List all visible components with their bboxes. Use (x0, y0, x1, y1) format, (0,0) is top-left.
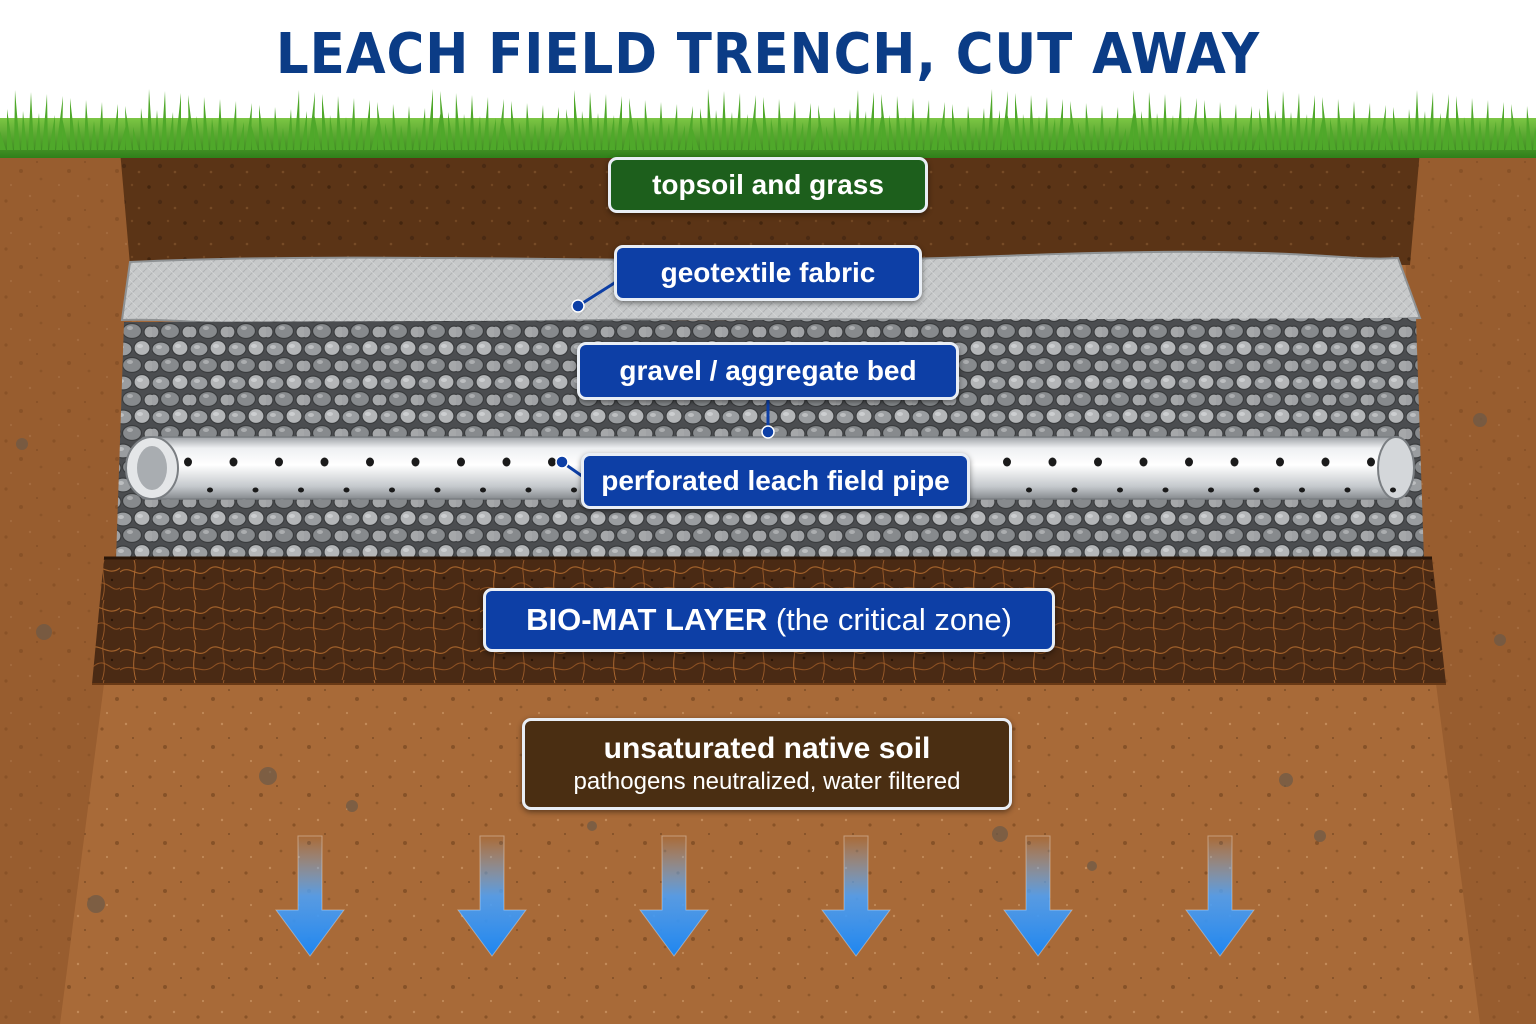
grass-surface (0, 89, 1536, 158)
diagram-title: LEACH FIELD TRENCH, CUT AWAY (275, 22, 1261, 87)
pipe-hole (1185, 457, 1193, 467)
soil-pebbles (16, 413, 1506, 913)
label-geotextile-text: geotextile fabric (660, 257, 876, 288)
arrow-down-icon (457, 835, 527, 957)
label-bio-mat-layer: BIO-MAT LAYER (the critical zone) (483, 588, 1055, 652)
pipe-hole (389, 487, 395, 493)
pipe-hole (207, 487, 213, 493)
pipe-hole (1071, 487, 1078, 493)
pipe-hole (320, 457, 329, 467)
pipe-hole (1367, 457, 1375, 467)
arrow-down-icon (1185, 835, 1255, 957)
pipe-hole (457, 457, 465, 467)
label-native-line1: unsaturated native soil (603, 732, 931, 765)
pipe-hole (1230, 457, 1239, 467)
arrow-down-icon (1003, 835, 1073, 957)
pipe-hole (1026, 487, 1032, 493)
pipe-hole (1253, 487, 1260, 493)
pipe-hole (298, 487, 304, 493)
pipe-hole (411, 457, 420, 467)
pipe-hole (1321, 457, 1330, 467)
label-topsoil-and-grass: topsoil and grass (608, 157, 928, 213)
flow-arrows (275, 835, 1255, 957)
arrow-down-icon (275, 835, 345, 957)
label-gravel-text: gravel / aggregate bed (619, 355, 917, 386)
pipe-hole (1208, 487, 1214, 493)
label-biomat-note: (the critical zone) (775, 602, 1012, 637)
pipe-hole (252, 487, 259, 493)
pipe-hole (1299, 487, 1305, 493)
pipe-hole (184, 457, 192, 467)
pipe-hole (480, 487, 486, 493)
pipe-hole (502, 457, 511, 467)
pipe-hole (1162, 487, 1169, 493)
pipe-hole (1003, 457, 1011, 467)
pipe-hole (275, 457, 283, 467)
label-geotextile-fabric: geotextile fabric (614, 245, 922, 301)
label-pipe-text: perforated leach field pipe (601, 465, 950, 496)
pipe-hole (434, 487, 441, 493)
label-perforated-pipe: perforated leach field pipe (581, 453, 970, 509)
arrow-down-icon (821, 835, 891, 957)
pipe-hole (525, 487, 532, 493)
label-biomat-text: BIO-MAT LAYER (the critical zone) (526, 602, 1012, 638)
pipe-hole (1344, 487, 1351, 493)
pipe-hole (1048, 457, 1057, 467)
pipe-hole (229, 457, 238, 467)
pipe-hole (571, 487, 577, 493)
pipe-hole (1139, 457, 1148, 467)
arrow-down-icon (639, 835, 709, 957)
label-native-soil: unsaturated native soil pathogens neutra… (522, 718, 1012, 810)
pipe-hole (343, 487, 350, 493)
pipe-hole (548, 457, 556, 467)
pipe-hole (1117, 487, 1123, 493)
pipe-hole (1390, 487, 1396, 493)
label-native-line2: pathogens neutralized, water filtered (573, 768, 961, 795)
leader-lines (555, 280, 775, 478)
label-topsoil-text: topsoil and grass (652, 169, 884, 200)
pipe-hole (366, 457, 374, 467)
label-gravel-bed: gravel / aggregate bed (577, 342, 959, 400)
pipe-hole (1094, 457, 1102, 467)
pipe-hole (1276, 457, 1284, 467)
label-biomat-strong: BIO-MAT LAYER (526, 602, 768, 637)
